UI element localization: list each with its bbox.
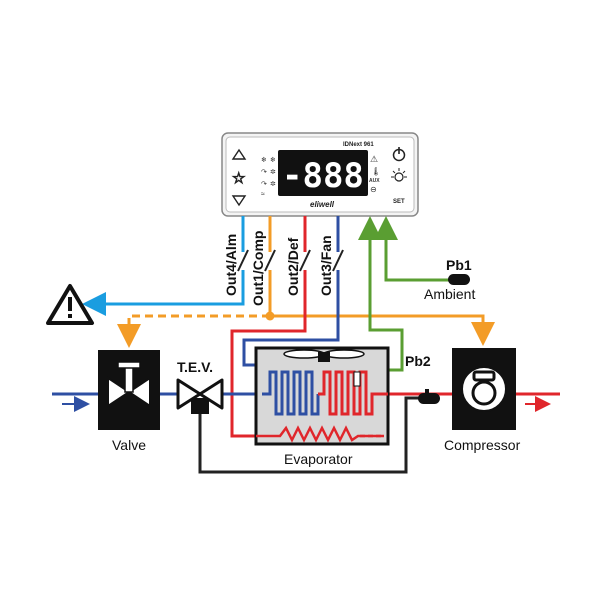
- svg-text:✲: ✲: [270, 168, 276, 176]
- probe-pb1-sublabel: Ambient: [424, 286, 475, 302]
- tev-bulb: [418, 389, 440, 404]
- svg-text:❄: ❄: [261, 156, 267, 164]
- valve: [98, 350, 160, 430]
- output-switches: [237, 249, 344, 272]
- refrigerant-outlet-line: [388, 392, 560, 412]
- controller-model-label: IDNext 961: [343, 142, 374, 148]
- output-label-out1: Out1/Comp: [250, 231, 266, 306]
- light-icon[interactable]: [391, 168, 407, 182]
- refrigerant-inlet-line: [52, 392, 256, 412]
- evaporator: [254, 346, 390, 446]
- output-label-out2: Out2/Def: [285, 237, 301, 296]
- tev: [176, 378, 224, 414]
- heater-icon: [256, 425, 384, 443]
- clock-icon: ⊖: [370, 185, 377, 194]
- alarm-indicator-icon: ⚠: [370, 154, 378, 164]
- compressor-icon: [461, 366, 507, 412]
- probe-pb2-label: Pb2: [405, 353, 431, 369]
- controller: IDNext 961 -888.8 ❄❄ ↷✲ ↷✲ ≈ ⚠ 🌡 AUX ⊖ ☆: [221, 132, 419, 217]
- display-readout: -888.8: [282, 156, 405, 196]
- evaporator-label: Evaporator: [284, 451, 353, 467]
- wire-out1-comp: [117, 216, 495, 348]
- status-icons-right: ⚠ 🌡 AUX ⊖: [369, 154, 381, 194]
- svg-text:☆: ☆: [232, 170, 245, 187]
- up-arrow-icon[interactable]: [231, 148, 247, 160]
- probe-pb1-sensor: [448, 274, 470, 285]
- compressor-label: Compressor: [444, 437, 521, 453]
- svg-text:↷: ↷: [261, 181, 267, 188]
- star-icon[interactable]: ☆: [232, 170, 246, 188]
- wire-out4-alarm: [82, 216, 245, 316]
- brand-logo: eliwell: [310, 200, 335, 209]
- valve-label: Valve: [112, 437, 146, 453]
- status-icons-left: ❄❄ ↷✲ ↷✲ ≈: [261, 156, 276, 198]
- output-label-out3: Out3/Fan: [318, 235, 334, 296]
- evaporator-coil-cold: [262, 370, 320, 416]
- svg-text:↷: ↷: [261, 169, 267, 176]
- output-label-out4: Out4/Alm: [223, 234, 239, 296]
- svg-text:✲: ✲: [270, 180, 276, 188]
- display-screen: [278, 150, 368, 196]
- thermometer-icon: 🌡: [371, 167, 381, 176]
- fan-icon: [283, 349, 365, 362]
- wire-probe-pb1: [374, 216, 450, 282]
- wire-out2-defrost: [230, 216, 307, 438]
- valve-icon: [107, 361, 151, 408]
- probe-pb1-label: Pb1: [446, 257, 472, 273]
- svg-text:≈: ≈: [261, 191, 265, 198]
- down-arrow-icon[interactable]: [231, 195, 247, 207]
- evaporator-coil-warm: [318, 370, 388, 416]
- tev-label: T.E.V.: [177, 359, 213, 375]
- set-button[interactable]: SET: [393, 199, 405, 205]
- svg-text:❄: ❄: [270, 156, 276, 164]
- power-icon[interactable]: [392, 147, 406, 162]
- alarm-warning-icon: [46, 284, 94, 325]
- tev-bulb-line: [198, 396, 420, 474]
- compressor: [452, 348, 516, 430]
- aux-label: AUX: [369, 178, 380, 184]
